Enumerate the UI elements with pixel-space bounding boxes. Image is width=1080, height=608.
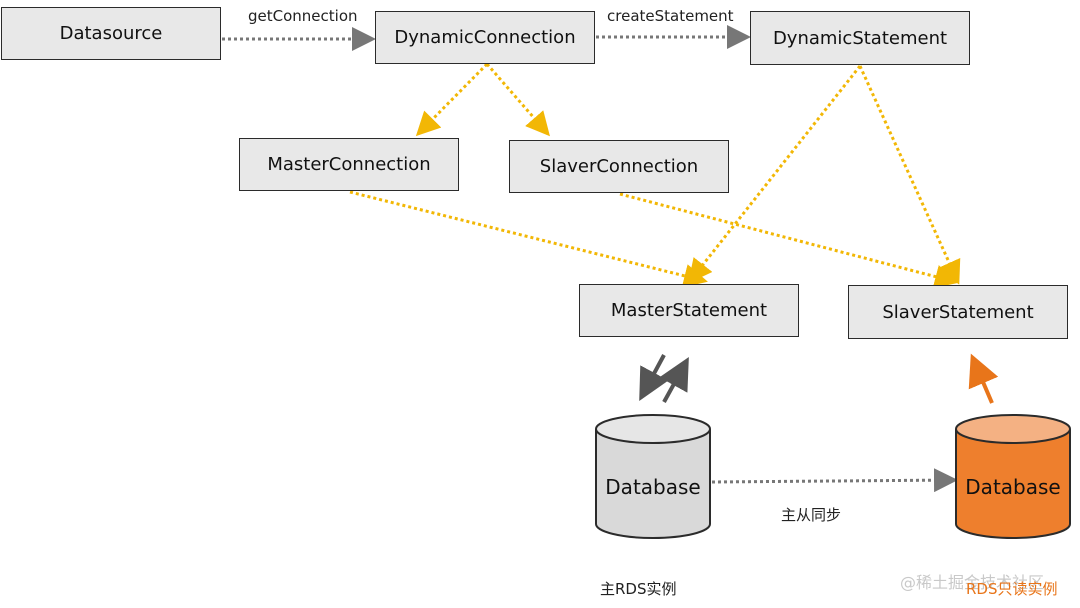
node-dynamic-statement: DynamicStatement bbox=[750, 11, 970, 65]
slave-database-cylinder bbox=[955, 414, 1071, 539]
slave-rds-caption: RDS只读实例 bbox=[966, 580, 1058, 598]
node-master-connection: MasterConnection bbox=[239, 138, 459, 191]
master-rds-caption: 主RDS实例 bbox=[600, 580, 677, 598]
arrow-master-stmt-to-db bbox=[639, 354, 669, 402]
watermark: @稀土掘金技术社区 bbox=[900, 573, 1045, 592]
master-database-cylinder bbox=[595, 414, 711, 539]
node-dynamic-connection: DynamicConnection bbox=[375, 11, 595, 64]
edge-dyn-stmt-to-slaver-stmt bbox=[858, 65, 961, 285]
sync-label: 主从同步 bbox=[781, 506, 842, 524]
slave-db-label: Database bbox=[965, 475, 1061, 499]
edge-slaver-conn-to-slaver-stmt bbox=[619, 192, 959, 289]
label-get-connection: getConnection bbox=[248, 7, 358, 25]
master-db-label: Database bbox=[605, 475, 701, 499]
edge-dyn-conn-to-master-conn bbox=[415, 62, 489, 137]
edge-dyn-stmt-to-master-stmt bbox=[688, 65, 862, 284]
edge-master-slave-sync bbox=[711, 468, 958, 493]
edge-dyn-conn-to-slaver-conn bbox=[485, 63, 550, 137]
node-datasource: Datasource bbox=[1, 7, 221, 60]
label-create-statement: createStatement bbox=[607, 7, 734, 25]
arrow-db-to-master-stmt bbox=[659, 356, 689, 403]
edge-master-conn-to-master-stmt bbox=[349, 190, 708, 288]
node-slaver-connection: SlaverConnection bbox=[509, 140, 729, 193]
node-slaver-statement: SlaverStatement bbox=[848, 285, 1068, 339]
arrow-slave-db-to-slaver-stmt bbox=[968, 353, 999, 404]
node-master-statement: MasterStatement bbox=[579, 284, 799, 337]
